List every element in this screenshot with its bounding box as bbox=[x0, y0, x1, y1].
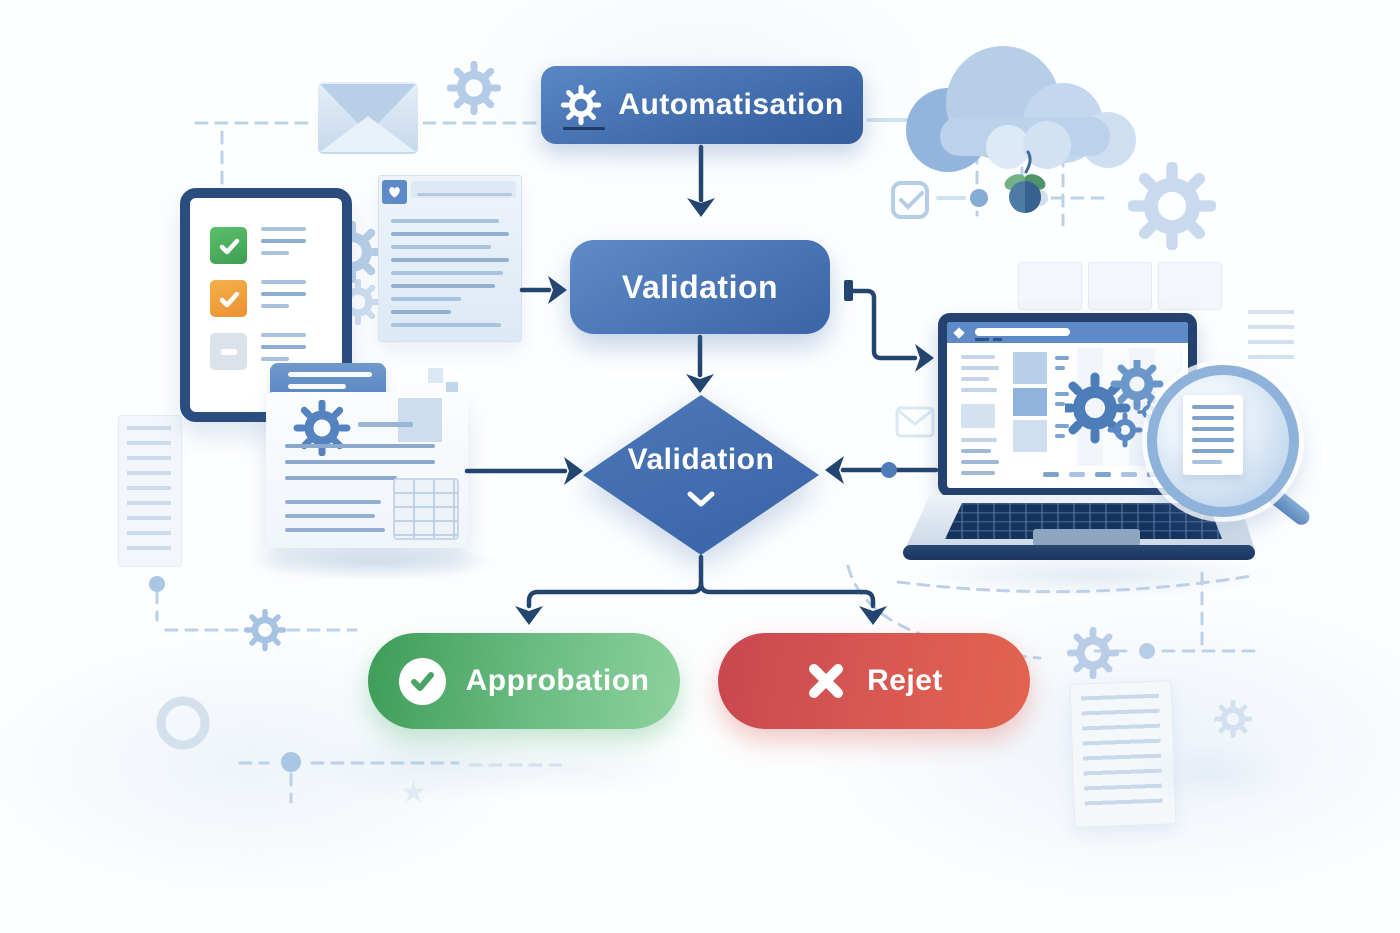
gear-icon bbox=[247, 612, 284, 649]
checklist-item-empty bbox=[210, 333, 306, 370]
mini-table bbox=[393, 478, 459, 540]
connector-validation-to-laptop bbox=[845, 288, 918, 361]
ground-shadow bbox=[440, 740, 700, 800]
validation-step-label: Validation bbox=[621, 268, 779, 305]
check-icon bbox=[210, 280, 247, 317]
approval-node: Approbation bbox=[368, 633, 680, 729]
connector-decision-to-approve bbox=[526, 554, 704, 609]
magnified-document bbox=[1183, 395, 1243, 475]
ghost-doc-lines bbox=[1248, 310, 1294, 368]
folded-corner bbox=[398, 398, 442, 442]
laptop-app-ui bbox=[947, 322, 1188, 488]
ghost-card bbox=[1018, 262, 1082, 310]
magnifier-icon bbox=[1147, 365, 1299, 517]
gear-icon bbox=[450, 64, 498, 112]
check-icon bbox=[210, 227, 247, 264]
stacked-doc-card bbox=[266, 392, 468, 548]
ghost-card bbox=[1088, 262, 1152, 310]
rejection-label: Rejet bbox=[867, 664, 943, 697]
check-circle-icon bbox=[398, 657, 446, 705]
ghost-card bbox=[1158, 262, 1222, 310]
underline-decoration bbox=[563, 127, 605, 130]
process-gears-icon bbox=[1065, 360, 1164, 448]
validation-decision-node: Validation bbox=[583, 395, 819, 555]
validation-decision-label: Validation bbox=[627, 443, 775, 476]
ghost-panel bbox=[118, 415, 182, 567]
dot bbox=[970, 189, 988, 207]
chevron-down-icon bbox=[687, 491, 715, 507]
checkbox-icon bbox=[891, 181, 929, 219]
automation-node: Automatisation bbox=[541, 66, 863, 144]
gear-icon bbox=[1133, 167, 1210, 244]
ground-shadow bbox=[1130, 740, 1290, 804]
checklist-item-pending bbox=[210, 280, 306, 317]
x-icon bbox=[809, 664, 844, 698]
validation-step-node: Validation bbox=[570, 240, 830, 334]
document-card bbox=[378, 175, 522, 342]
checklist-item-approved bbox=[210, 227, 306, 264]
app-topbar bbox=[947, 322, 1188, 343]
laptop-keyboard bbox=[945, 503, 1222, 539]
automation-label: Automatisation bbox=[618, 88, 844, 121]
ground-shadow bbox=[246, 544, 504, 580]
laptop-trackpad bbox=[1033, 529, 1140, 546]
dash-icon bbox=[210, 333, 247, 370]
tablet-checklist bbox=[180, 188, 352, 422]
gear-icon bbox=[1216, 702, 1249, 735]
rejection-node: Rejet bbox=[718, 633, 1030, 729]
dove-badge-icon bbox=[382, 180, 407, 204]
envelope-icon bbox=[318, 82, 418, 154]
cloud-icon bbox=[906, 46, 1136, 172]
connector-dot bbox=[881, 462, 897, 478]
laptop-front-edge bbox=[903, 545, 1255, 560]
connector-decision-to-reject bbox=[698, 580, 876, 609]
star-shape: ★ bbox=[400, 776, 427, 809]
gear-icon bbox=[561, 84, 602, 126]
approval-label: Approbation bbox=[465, 664, 650, 697]
apple-icon bbox=[1004, 150, 1046, 213]
envelope-outline-icon bbox=[895, 406, 935, 438]
gear-icon bbox=[1070, 630, 1116, 676]
